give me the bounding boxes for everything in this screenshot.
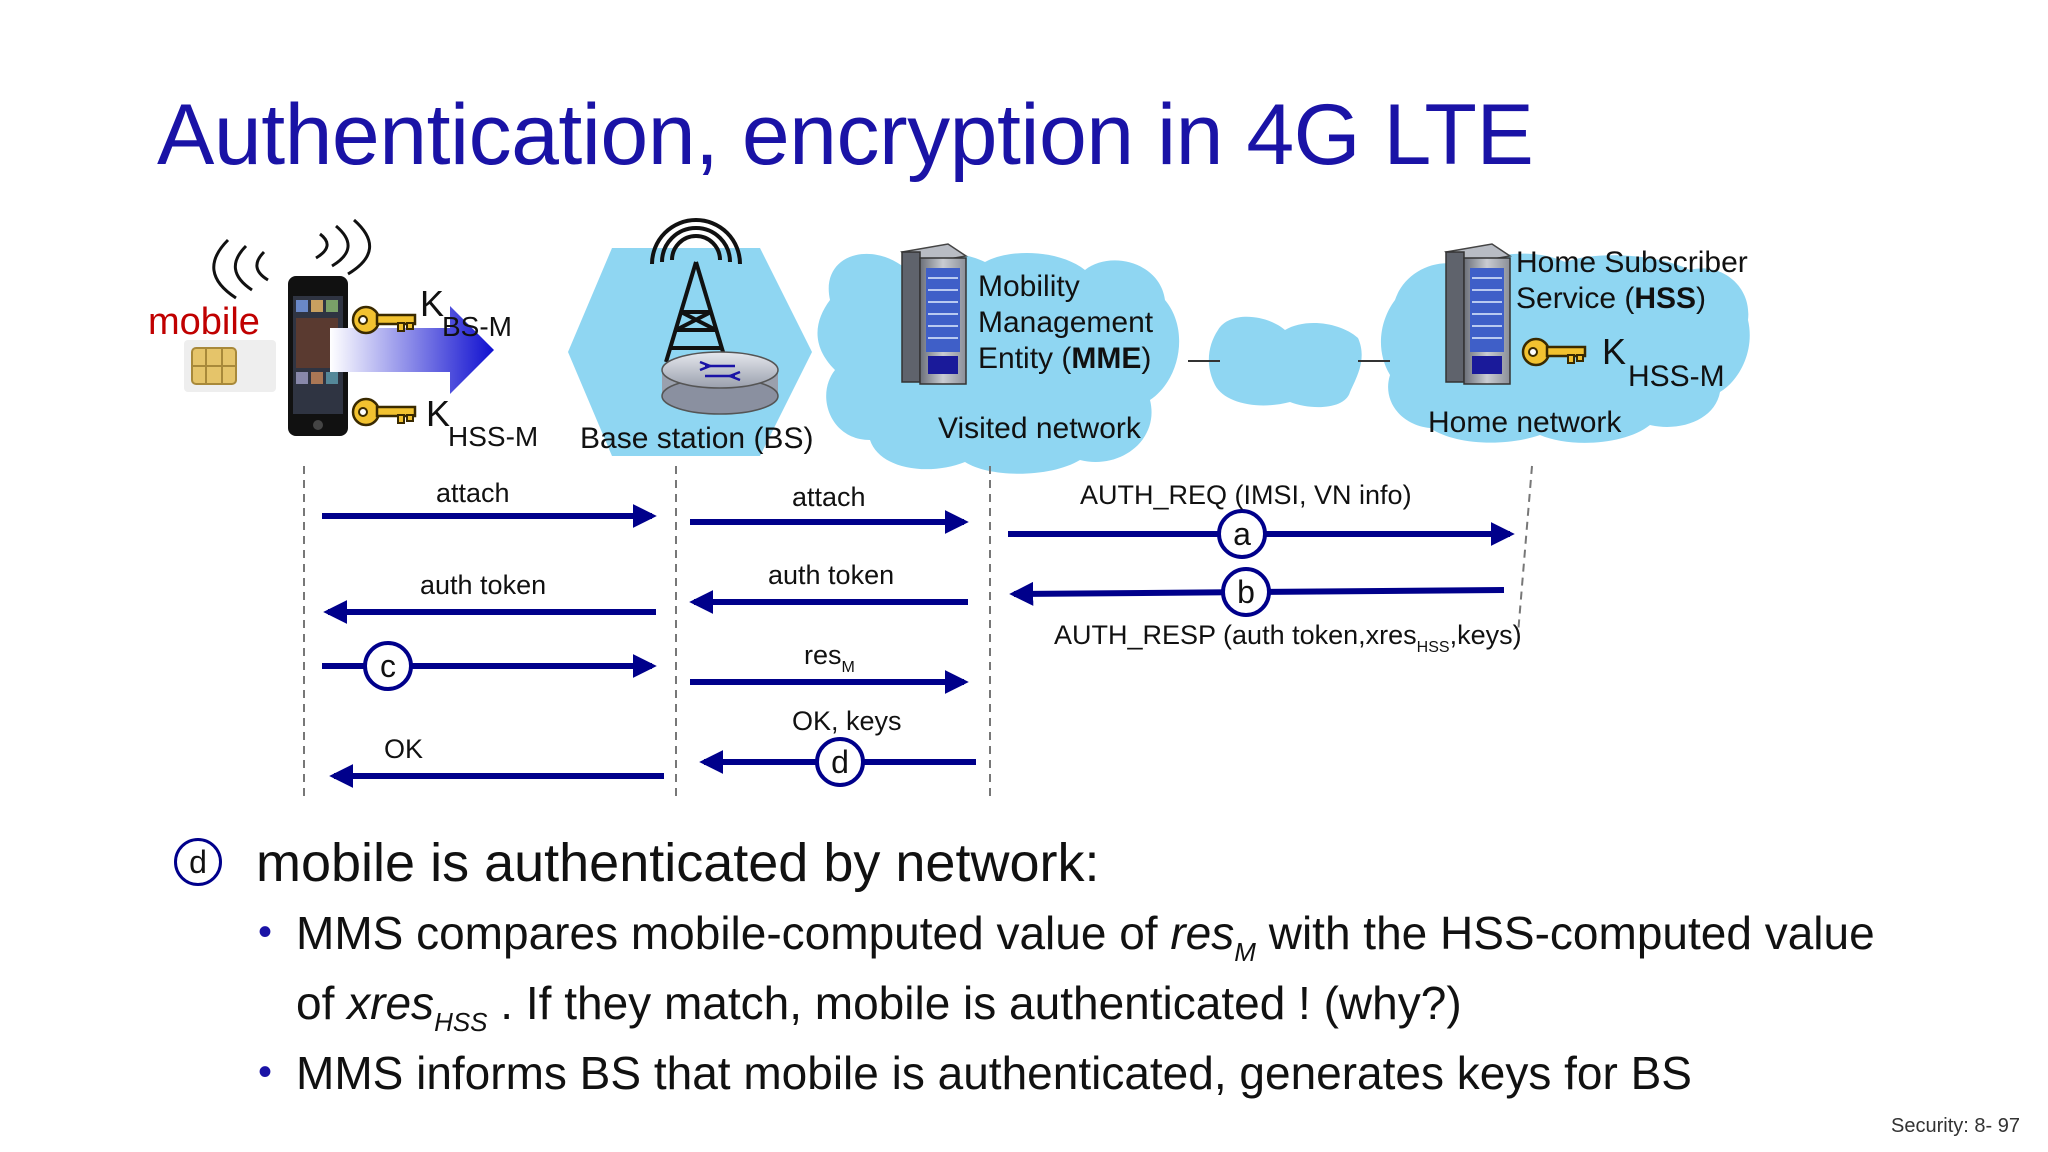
step-d-label: d (831, 744, 849, 780)
attach-label-2: attach (792, 482, 866, 512)
mobile-label: mobile (148, 301, 260, 343)
auth-token-label-1: auth token (420, 570, 546, 600)
network-link-cloud (1208, 316, 1362, 408)
step-c-circle (363, 641, 413, 691)
step-b-label: b (1237, 574, 1255, 610)
wireless-signal-icon (212, 218, 372, 300)
step-a-label: a (1233, 516, 1251, 552)
hss-lifeline (1517, 465, 1533, 635)
mme-label: Mobility Management Entity (MME) (978, 270, 1161, 375)
step-b-circle (1221, 567, 1271, 617)
step-c-label: c (380, 648, 396, 684)
auth-req-label: AUTH_REQ (IMSI, VN info) (1080, 480, 1412, 510)
key-hss-label: KHSS-M (1602, 331, 1725, 393)
antenna-tower-icon (650, 218, 742, 363)
step-a-circle (1217, 509, 1267, 559)
auth-token-label-2: auth token (768, 560, 894, 590)
base-station-label: Base station (BS) (580, 422, 813, 455)
hss-server-icon (1444, 243, 1512, 385)
visited-network-label: Visited network (938, 412, 1142, 445)
router-icon (661, 351, 779, 415)
hss-label: Home Subscriber Service (HSS) (1516, 246, 1756, 315)
step-d-circle (815, 737, 865, 787)
home-network-label: Home network (1428, 406, 1622, 439)
auth-resp-label: AUTH_RESP (auth token,xresHSS,keys) (1054, 620, 1522, 656)
attach-label-1: attach (436, 478, 510, 508)
slide-title: Authentication, encryption in 4G LTE (157, 87, 1534, 183)
mme-server-icon (900, 243, 968, 385)
ok-label: OK (384, 734, 423, 764)
res-label: resM (804, 640, 855, 676)
slide-footer: Security: 8- 97 (1891, 1115, 2020, 1137)
sim-card-icon (184, 340, 276, 392)
key-hss-mobile-icon (351, 397, 417, 427)
ok-keys-label: OK, keys (792, 706, 902, 736)
mobile-phone-icon (288, 276, 348, 436)
